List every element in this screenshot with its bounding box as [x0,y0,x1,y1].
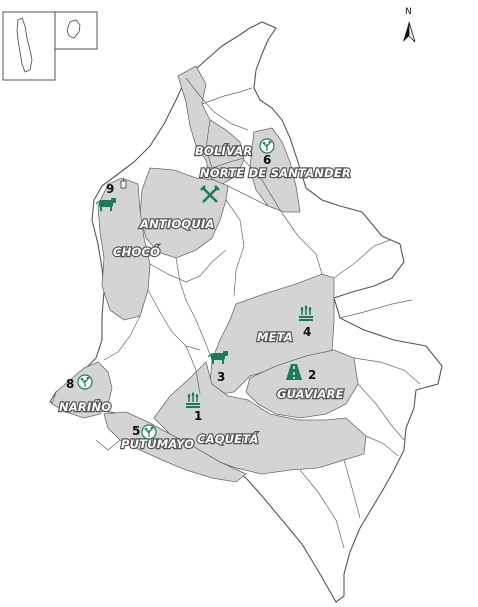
north-label: N [405,7,412,17]
marker-number-9: 9 [106,182,114,196]
label-caqueta: CAQUETÁ [197,431,259,446]
providencia-island [66,19,81,39]
marker-number-3: 3 [217,370,225,384]
label-choco: CHOCÓ [113,244,160,259]
label-meta: META [257,330,293,344]
region-guaviare [245,349,359,419]
plant-icon [259,138,275,154]
mining-icon [200,185,220,203]
region-putumayo [103,411,247,483]
marker-number-1: 1 [194,409,202,423]
department-labels: BOLÍVAR NORTE DE SANTANDER ANTIOQUIA CHO… [58,142,352,452]
label-bolivar: BOLÍVAR [195,143,252,158]
label-norte-de-santander: NORTE DE SANTANDER [200,166,351,180]
island-insets [2,11,98,81]
north-arrow-left [403,22,409,42]
building-icon [120,179,127,189]
marker-number-8: 8 [66,377,74,391]
north-arrow-right [408,21,416,43]
north-arrow: N [403,7,416,43]
san-andres-island [16,17,33,73]
cattle-icon [207,351,228,364]
marker-numbers: 1 2 3 4 5 6 8 9 [66,153,316,438]
label-guaviare: GUAVIARE [277,387,344,401]
highlighted-regions [51,65,367,483]
marker-number-2: 2 [308,368,316,382]
marker-icons [77,138,313,440]
cattle-icon [95,198,116,211]
region-bolivar [177,65,245,185]
label-narino: NARIÑO [59,399,111,414]
region-narino [51,361,113,419]
label-antioquia: ANTIOQUIA [139,217,215,231]
label-putumayo: PUTUMAYO [121,437,194,451]
plant-icon [77,374,93,390]
marker-number-6: 6 [263,153,271,167]
department-borders [95,77,421,549]
road-icon [286,364,302,380]
marker-number-5: 5 [132,424,140,438]
crop-icon [186,392,200,408]
plant-icon [141,424,157,440]
crop-icon [299,305,313,321]
marker-number-4: 4 [303,325,311,339]
